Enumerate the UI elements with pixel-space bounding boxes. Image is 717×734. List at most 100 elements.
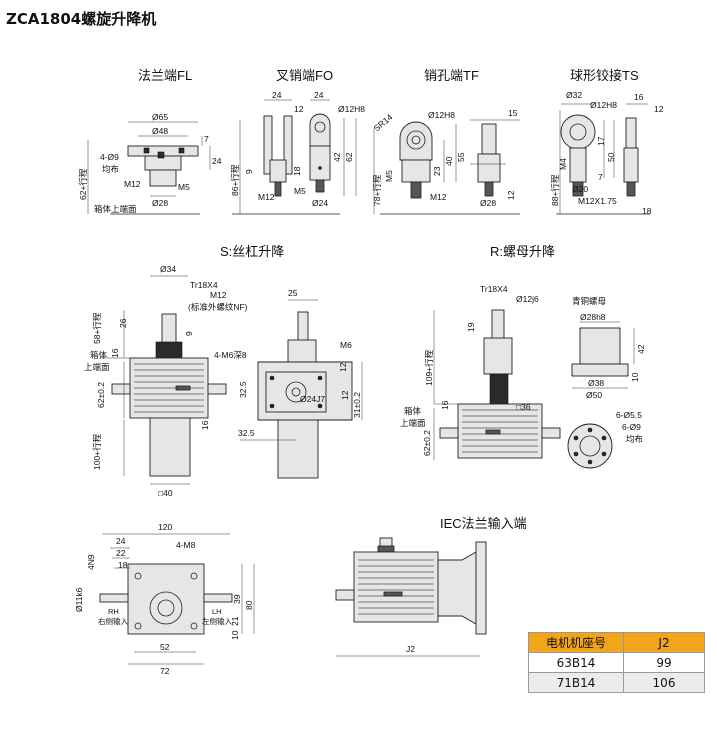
- header-j2: J2: [623, 632, 705, 653]
- bottom-dim-rh: RH: [108, 607, 119, 616]
- s-dim-tr18x4: Tr18X4: [190, 280, 218, 290]
- fl-dim-d48: Ø48: [152, 126, 168, 136]
- s-dim-d34: Ø34: [160, 264, 176, 274]
- pin-hole-end-drawing: [373, 119, 520, 215]
- tf-dim-m5: M5: [384, 170, 394, 182]
- bottom-dim-4-m8: 4-M8: [176, 540, 196, 550]
- fo-dim-24-a: 24: [272, 90, 282, 100]
- cell-j2: 106: [623, 672, 705, 693]
- label-screw-lifting: S:丝杠升降: [220, 244, 284, 259]
- fl-dim-m5: M5: [178, 182, 190, 192]
- fo-dim-24-b: 24: [314, 90, 324, 100]
- ts-dim-m12x175: M12X1.75: [578, 196, 617, 206]
- r-dim-19: 19: [466, 322, 476, 332]
- s-dim-m12: M12: [210, 290, 227, 300]
- s-dim-top-face: 上端面: [84, 362, 110, 372]
- bottom-dim-d11k6: Ø11k6: [74, 587, 84, 612]
- cell-j2: 99: [623, 652, 705, 673]
- ts-dim-18: 18: [642, 206, 652, 216]
- fl-dim-24: 24: [212, 156, 222, 166]
- flange-end-drawing: [87, 121, 211, 215]
- fo-dim-86-stroke: 86+行程: [230, 164, 240, 196]
- tf-dim-d28: Ø28: [480, 198, 496, 208]
- nut-lifting-drawing: [433, 309, 635, 469]
- fo-dim-12: 12: [294, 104, 304, 114]
- iec-flange-drawing: [335, 537, 487, 657]
- bottom-dim-10: 10: [230, 630, 240, 640]
- fl-dim-box-top: 箱体上端面: [94, 204, 137, 214]
- tf-dim-m12: M12: [430, 192, 447, 202]
- fl-dim-m12: M12: [124, 179, 141, 189]
- bottom-dim-18: 18: [118, 560, 128, 570]
- tf-dim-55: 55: [456, 152, 466, 162]
- fo-dim-m12: M12: [258, 192, 275, 202]
- table-row: 71B14 106: [528, 672, 705, 693]
- r-dim-sq36: □36: [516, 402, 531, 412]
- iec-dim-j2: J2: [406, 644, 415, 654]
- fo-dim-d24: Ø24: [312, 198, 328, 208]
- bottom-dim-120: 120: [158, 522, 172, 532]
- bottom-view-drawing: [99, 533, 255, 665]
- r-dim-42: 42: [636, 344, 646, 354]
- label-flange-end: 法兰端FL: [138, 68, 192, 83]
- s-dim-62-tol: 62±0.2: [96, 382, 106, 408]
- label-fork-end: 叉销端FO: [276, 68, 333, 83]
- r-dim-evenly: 均布: [626, 434, 643, 444]
- table-header-row: 电机机座号 J2: [528, 632, 705, 653]
- fl-dim-evenly: 均布: [102, 164, 119, 174]
- bottom-dim-72: 72: [160, 666, 170, 676]
- ts-dim-d20: Ø20: [572, 184, 588, 194]
- s-dim-d24j7: Ø24J7: [300, 394, 325, 404]
- fo-dim-18: 18: [292, 166, 302, 176]
- r-dim-box: 箱体: [404, 406, 422, 416]
- page-title: ZCA1804螺旋升降机: [6, 10, 157, 28]
- ts-dim-17: 17: [596, 136, 606, 146]
- fl-dim-d65: Ø65: [152, 112, 168, 122]
- label-iec-flange-input: IEC法兰输入端: [440, 516, 527, 531]
- fo-dim-d12h8: Ø12H8: [338, 104, 365, 114]
- ts-dim-88-stroke: 88+行程: [550, 174, 560, 206]
- fo-dim-42: 42: [332, 152, 342, 162]
- s-dim-12-a: 12: [338, 362, 348, 372]
- bottom-dim-right-input: 右侧输入: [98, 616, 128, 626]
- bottom-dim-52: 52: [160, 642, 170, 652]
- r-dim-tr18x4: Tr18X4: [480, 284, 508, 294]
- r-dim-d38: Ø38: [588, 378, 604, 388]
- motor-frame-table: 电机机座号 J2 63B14 99 71B14 106: [528, 632, 705, 693]
- s-dim-16-b: 16: [200, 420, 210, 430]
- r-dim-bronze-nut: 青铜螺母: [572, 296, 606, 306]
- fo-dim-62: 62: [344, 152, 354, 162]
- bottom-dim-4n9: 4N9: [86, 554, 96, 570]
- s-dim-32-5-v: 32.5: [238, 381, 248, 398]
- bottom-dim-24: 24: [116, 536, 126, 546]
- fo-dim-m5: M5: [294, 186, 306, 196]
- s-dim-nf-thread: (标准外螺纹NF): [188, 302, 248, 312]
- label-pin-hole-end: 销孔端TF: [424, 68, 479, 83]
- s-dim-m6: M6: [340, 340, 352, 350]
- r-dim-62-tol: 62±0.2: [422, 430, 432, 456]
- fl-dim-7: 7: [204, 134, 209, 144]
- ts-dim-d32: Ø32: [566, 90, 582, 100]
- cell-frame: 71B14: [528, 672, 624, 693]
- fo-dim-9: 9: [244, 169, 254, 174]
- table-row: 63B14 99: [528, 652, 705, 673]
- tf-dim-40: 40: [444, 156, 454, 166]
- s-dim-box: 箱体: [90, 350, 108, 360]
- r-dim-d28h8: Ø28h8: [580, 312, 606, 322]
- r-dim-16: 16: [440, 400, 450, 410]
- bottom-dim-lh: LH: [212, 607, 222, 616]
- r-dim-10: 10: [630, 372, 640, 382]
- bottom-dim-21: 21: [230, 616, 240, 626]
- ts-dim-d12h8: Ø12H8: [590, 100, 617, 110]
- tf-dim-23: 23: [432, 166, 442, 176]
- fl-dim-d28: Ø28: [152, 198, 168, 208]
- label-ball-joint-end: 球形铰接TS: [570, 68, 639, 83]
- s-dim-12-b: 12: [340, 390, 350, 400]
- r-dim-6-d9: 6-Ø9: [622, 422, 641, 432]
- r-dim-109-stroke: 109+行程: [424, 349, 434, 386]
- tf-dim-12: 12: [506, 190, 516, 200]
- fl-dim-62-stroke: 62+行程: [78, 168, 88, 200]
- s-dim-25: 25: [288, 288, 298, 298]
- screw-lifting-drawing: [100, 275, 363, 485]
